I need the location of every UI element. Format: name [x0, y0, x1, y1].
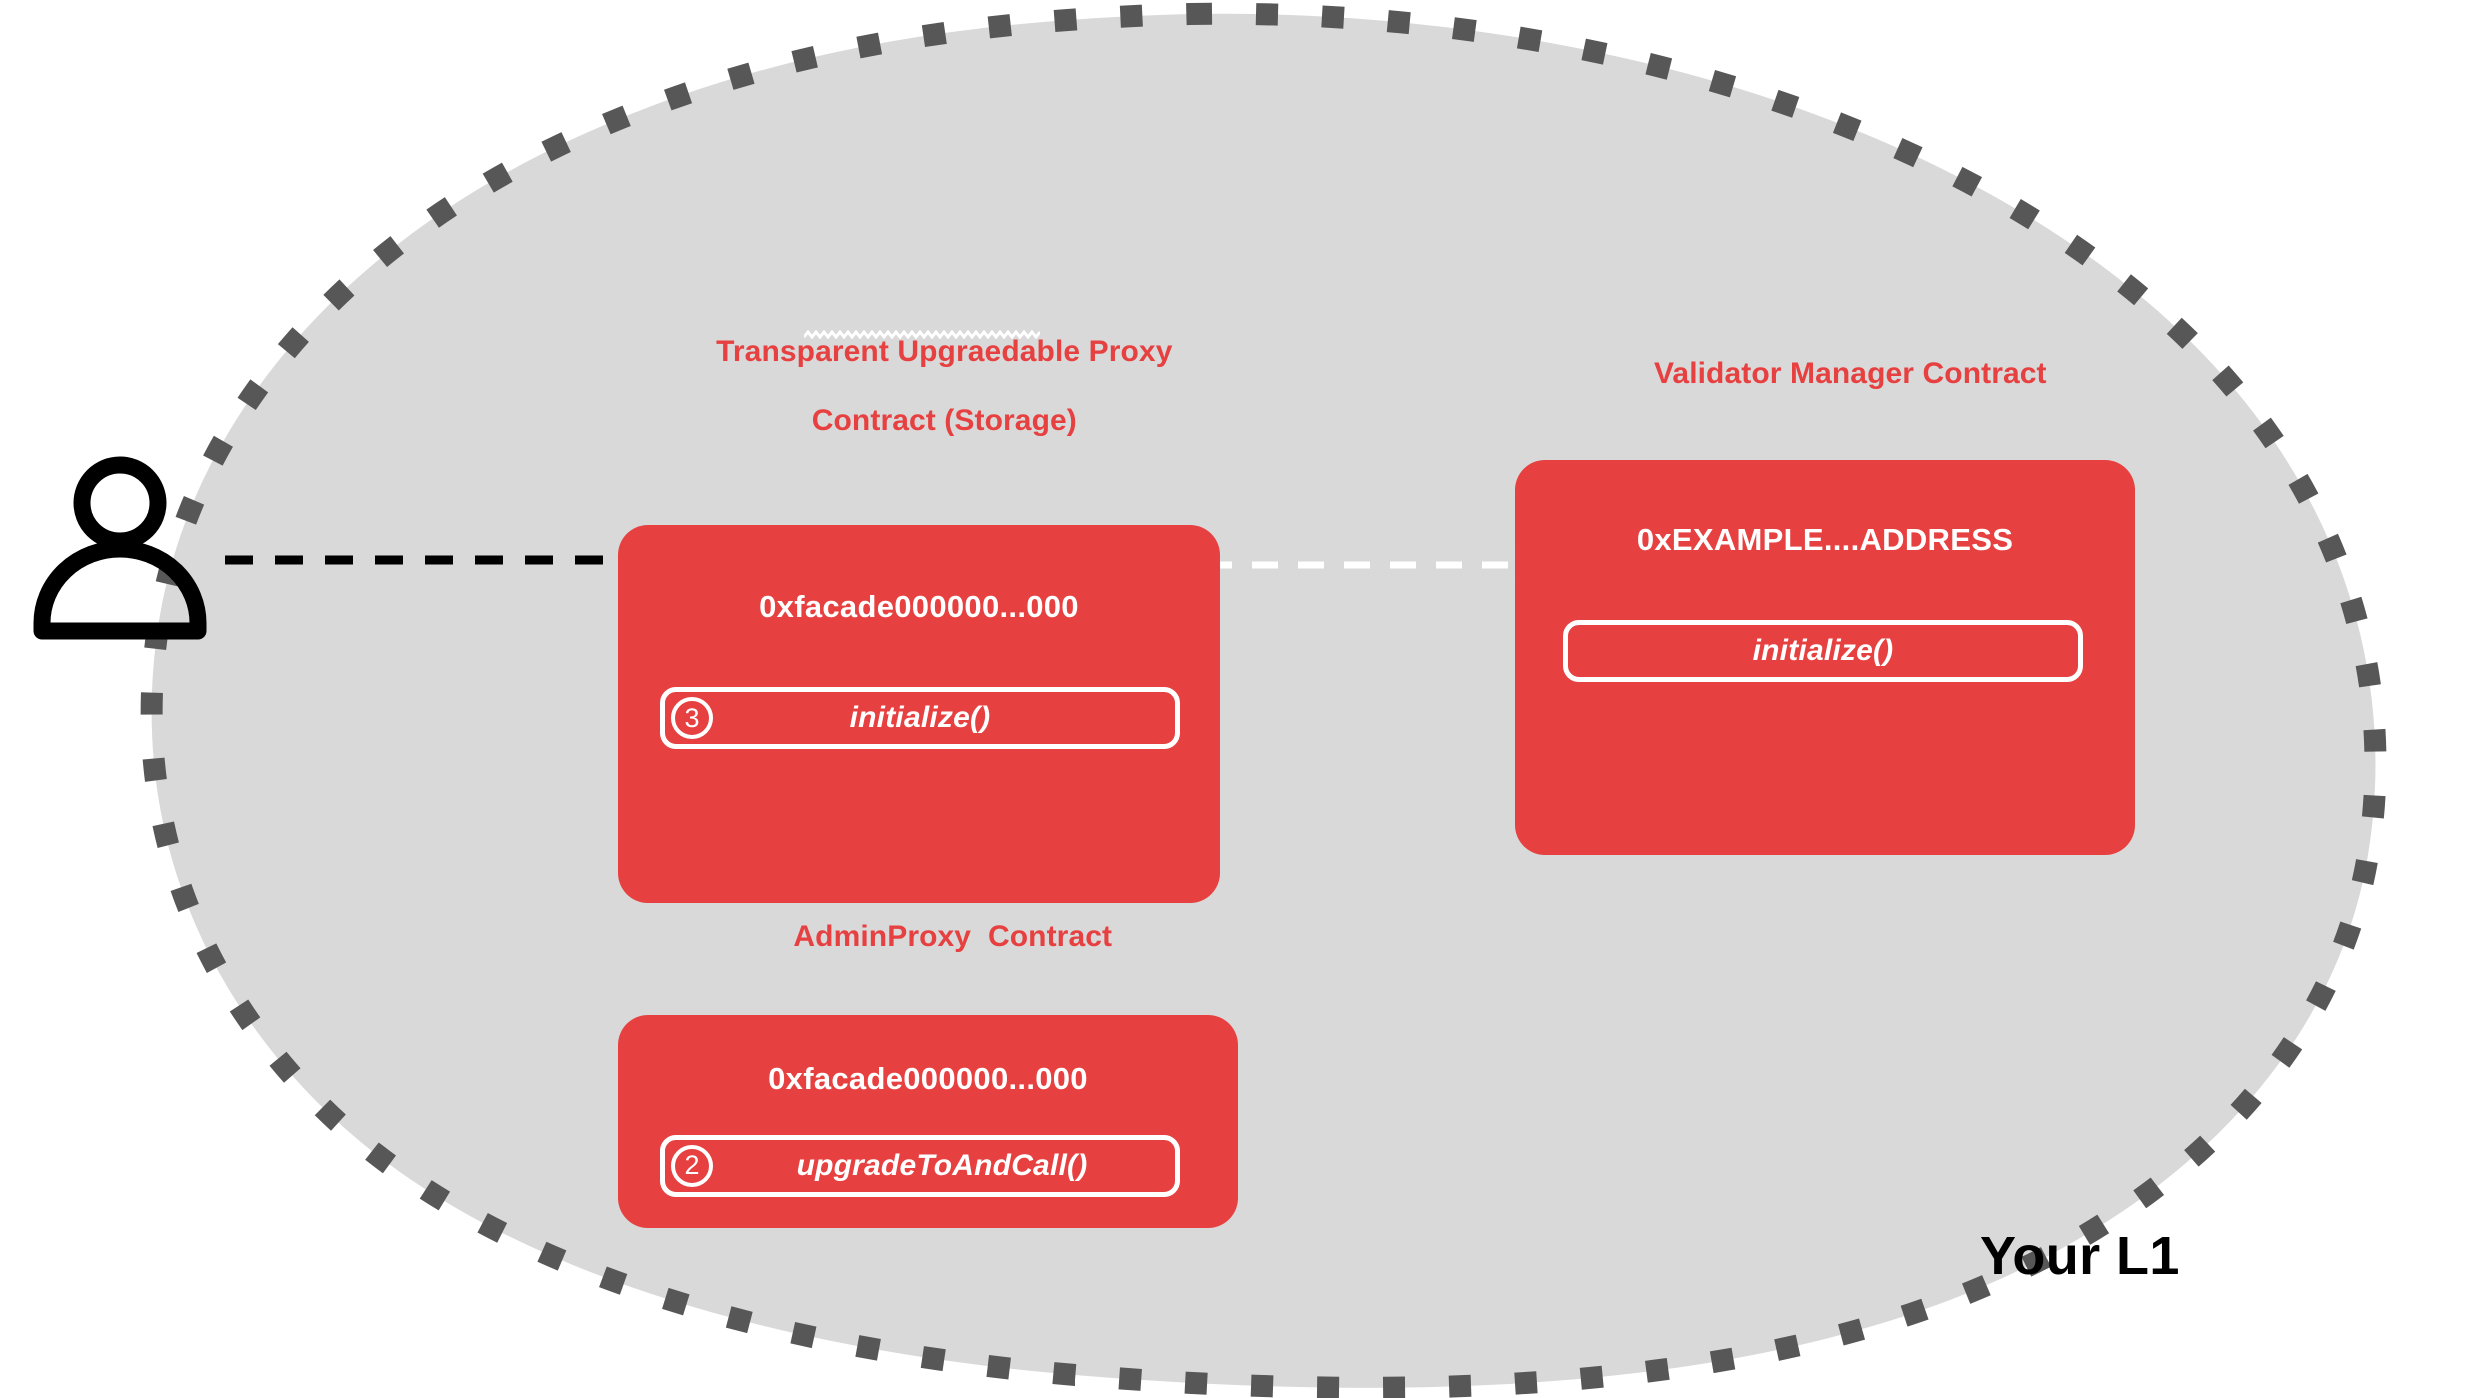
method-step-badge: 3 [671, 697, 713, 739]
contract-card[interactable]: 0xEXAMPLE....ADDRESS initialize() [1515, 459, 2135, 855]
method-step-badge: 2 [671, 1144, 713, 1187]
contract-title-line1: Validator Manager Contract [1653, 356, 2047, 390]
contract-card[interactable]: 0xfacade000000...000 2 upgradeToAndCall(… [618, 1014, 1238, 1228]
contract-address: 0xfacade000000...000 [759, 589, 1079, 624]
region-label: Your L1 [1980, 1226, 2180, 1286]
contract-address: 0xfacade000000...000 [768, 1060, 1088, 1096]
method-label: initialize() [1752, 633, 1894, 667]
contract-transparent-upgradeable-proxy: Transparent Upgraedable Proxy Contract (… [618, 300, 1220, 903]
person-icon [33, 456, 207, 640]
contract-card[interactable]: 0xfacade000000...000 3 initialize() [618, 525, 1220, 903]
contract-title-line1: AdminProxy Contract [793, 919, 1113, 953]
method-initialize[interactable]: initialize() [1563, 619, 2083, 682]
method-label: initialize() [849, 701, 991, 734]
contract-validator-manager: Validator Manager Contract 0xEXAMPLE....… [1515, 322, 2135, 855]
contract-title-line1: Transparent Upgraedable Proxy [716, 334, 1173, 368]
arrow-proxy-to-validator [1160, 545, 1561, 585]
method-initialize[interactable]: 3 initialize() [660, 687, 1180, 749]
contract-admin-proxy: AdminProxy Contract 0xfacade000000...000… [618, 885, 1238, 1228]
contract-title: Validator Manager Contract [1515, 322, 2135, 426]
contract-address: 0xEXAMPLE....ADDRESS [1636, 521, 2014, 557]
method-label: upgradeToAndCall() [796, 1148, 1088, 1182]
contract-title-line2: Contract (Storage) [811, 403, 1077, 437]
contract-title: Transparent Upgraedable Proxy Contract (… [618, 300, 1220, 507]
method-upgrade-to-and-call[interactable]: 2 upgradeToAndCall() [660, 1134, 1180, 1197]
contract-title: AdminProxy Contract [618, 885, 1238, 989]
